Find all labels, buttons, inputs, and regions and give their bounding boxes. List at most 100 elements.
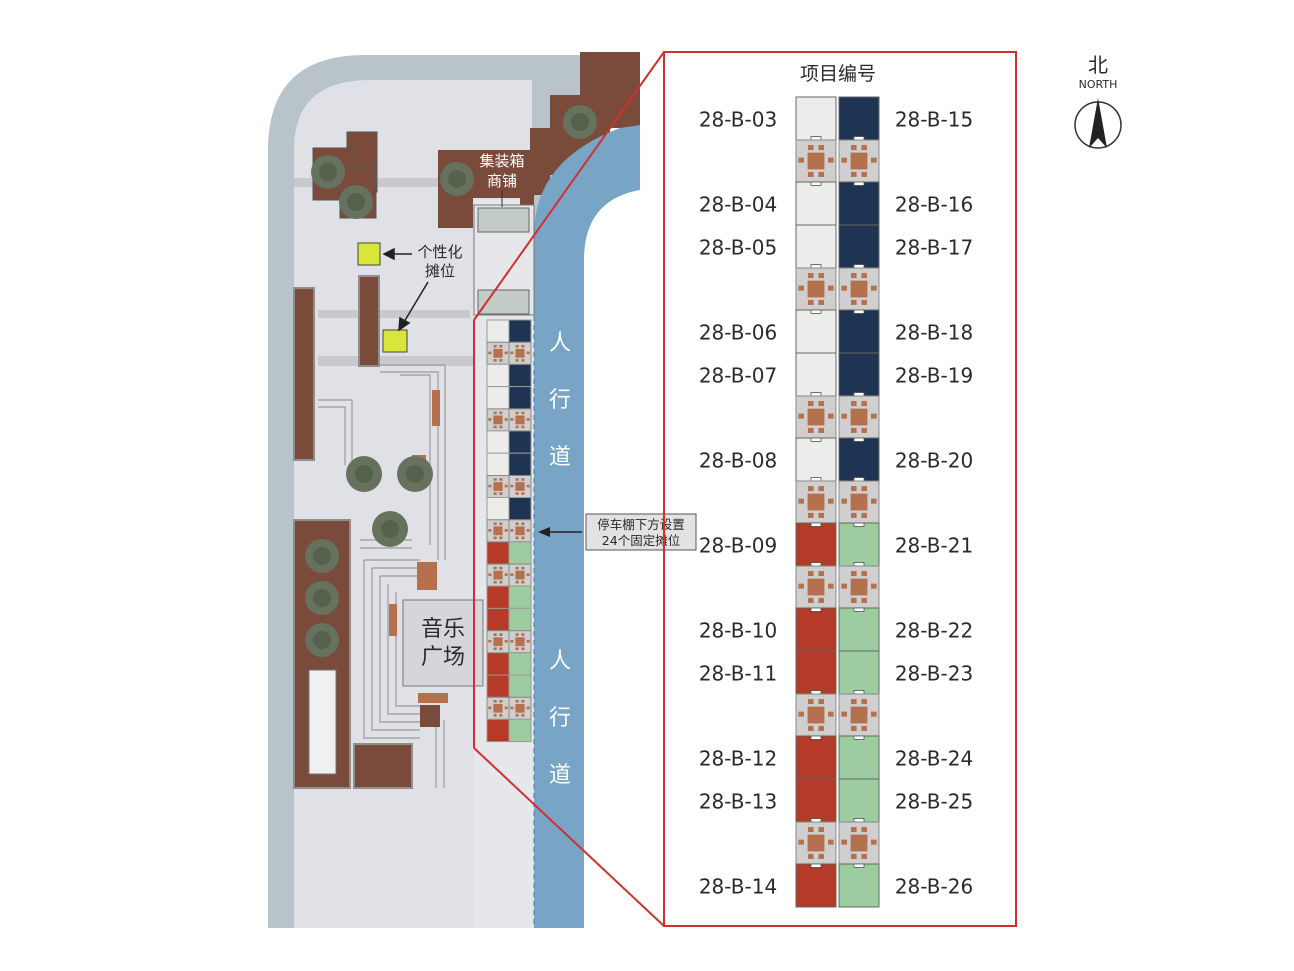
table-set-icon [795, 395, 837, 439]
table-set-icon [508, 475, 532, 498]
table-set-icon [508, 341, 532, 365]
table-set-icon [795, 139, 837, 183]
table-set-icon [838, 821, 880, 865]
tree-icon [346, 456, 382, 492]
mini-stall [508, 652, 532, 676]
stall-code-right: 28-B-19 [895, 364, 973, 388]
stall-code-left: 28-B-09 [699, 534, 777, 558]
stall-red [795, 735, 837, 780]
mini-stall [486, 541, 510, 565]
table-set-icon [486, 630, 510, 654]
mini-stall [486, 497, 510, 521]
stall-code-right: 28-B-15 [895, 108, 973, 132]
mini-stall [508, 497, 532, 521]
stall-code-left: 28-B-12 [699, 747, 777, 771]
stall-code-left: 28-B-11 [699, 662, 777, 686]
mini-stall [486, 319, 510, 343]
custom-stall-1 [357, 242, 381, 266]
stall-navy [838, 437, 880, 482]
stall-code-left: 28-B-14 [699, 875, 777, 899]
zoom-frame [663, 51, 1017, 927]
stall-code-right: 28-B-22 [895, 619, 973, 643]
tree-icon [311, 155, 345, 189]
stall-code-left: 28-B-06 [699, 321, 777, 345]
mini-stall [486, 674, 510, 698]
north-char: 北 [1088, 53, 1108, 77]
table-set-icon [838, 267, 880, 311]
stall-navy [838, 96, 880, 141]
zoom-title: 项目编号 [800, 63, 876, 85]
table-set-icon [838, 565, 880, 609]
stall-navy [838, 181, 880, 226]
planters [293, 131, 413, 789]
table-set-icon [508, 408, 532, 432]
arrow-left-icon [382, 247, 395, 261]
north-pointer-icon [1089, 98, 1107, 148]
walkway-label-6: 道 [549, 763, 571, 788]
stall-code-right: 28-B-24 [895, 747, 973, 771]
tree-icon [305, 581, 339, 615]
table-set-icon [508, 519, 532, 543]
walkway-label-3: 道 [549, 445, 571, 470]
stall-code-left: 28-B-07 [699, 364, 777, 388]
table-set-icon [508, 563, 532, 587]
stall-green [838, 650, 880, 695]
mini-stall [508, 386, 532, 410]
stall-green [838, 778, 880, 823]
container-shops [473, 190, 535, 316]
trees [305, 105, 597, 657]
table-set-icon [508, 696, 532, 720]
table-set-icon [486, 519, 510, 543]
stall-code-left: 28-B-05 [699, 236, 777, 260]
tree-icon [397, 456, 433, 492]
table-set-icon [795, 693, 837, 737]
arrow-left-icon [538, 527, 550, 537]
stall-red [795, 778, 837, 823]
stall-navy [838, 352, 880, 397]
stall-code-right: 28-B-20 [895, 449, 973, 473]
stall-code-right: 28-B-21 [895, 534, 973, 558]
custom-stalls [357, 242, 408, 353]
stall-code-right: 28-B-18 [895, 321, 973, 345]
table-set-icon [486, 341, 510, 365]
stall-white [795, 181, 837, 226]
table-set-icon [795, 821, 837, 865]
custom-stall-label-1: 个性化 [417, 243, 462, 261]
stall-code-left: 28-B-04 [699, 193, 777, 217]
table-set-icon [838, 395, 880, 439]
canopy-note-line-2: 24个固定摊位 [602, 533, 680, 548]
mini-stall [508, 718, 532, 743]
mini-stall [508, 674, 532, 698]
container-shop-label-2: 商铺 [487, 172, 517, 190]
mini-stall [486, 585, 510, 609]
stall-navy [838, 309, 880, 354]
stall-red [795, 522, 837, 567]
stall-code-left: 28-B-08 [699, 449, 777, 473]
table-set-icon [795, 480, 837, 524]
tree-icon [440, 162, 474, 196]
stall-red [795, 650, 837, 695]
mini-stall [508, 585, 532, 609]
table-set-icon [838, 480, 880, 524]
mini-stall [486, 652, 510, 676]
tree-icon [372, 511, 408, 547]
music-plaza-label-1: 音乐 [421, 617, 465, 642]
stepped-building [438, 52, 640, 228]
arrow-down-icon [398, 316, 411, 332]
table-set-icon [508, 630, 532, 654]
tree-icon [339, 185, 373, 219]
custom-stall-arrows [382, 247, 429, 332]
table-set-icon [486, 563, 510, 587]
stall-code-right: 28-B-26 [895, 875, 973, 899]
walkway-labels: 人 行 道 人 行 道 [549, 331, 571, 788]
stall-white [795, 352, 837, 397]
stall-code-left: 28-B-03 [699, 108, 777, 132]
stall-code-right: 28-B-23 [895, 662, 973, 686]
canopy-note-line-1: 停车棚下方设置 [597, 517, 685, 532]
tree-icon [305, 623, 339, 657]
north-label: NORTH [1079, 78, 1118, 91]
mini-stall [486, 363, 510, 388]
stall-green [838, 607, 880, 652]
table-set-icon [486, 408, 510, 432]
walkway-label-2: 行 [549, 388, 571, 413]
